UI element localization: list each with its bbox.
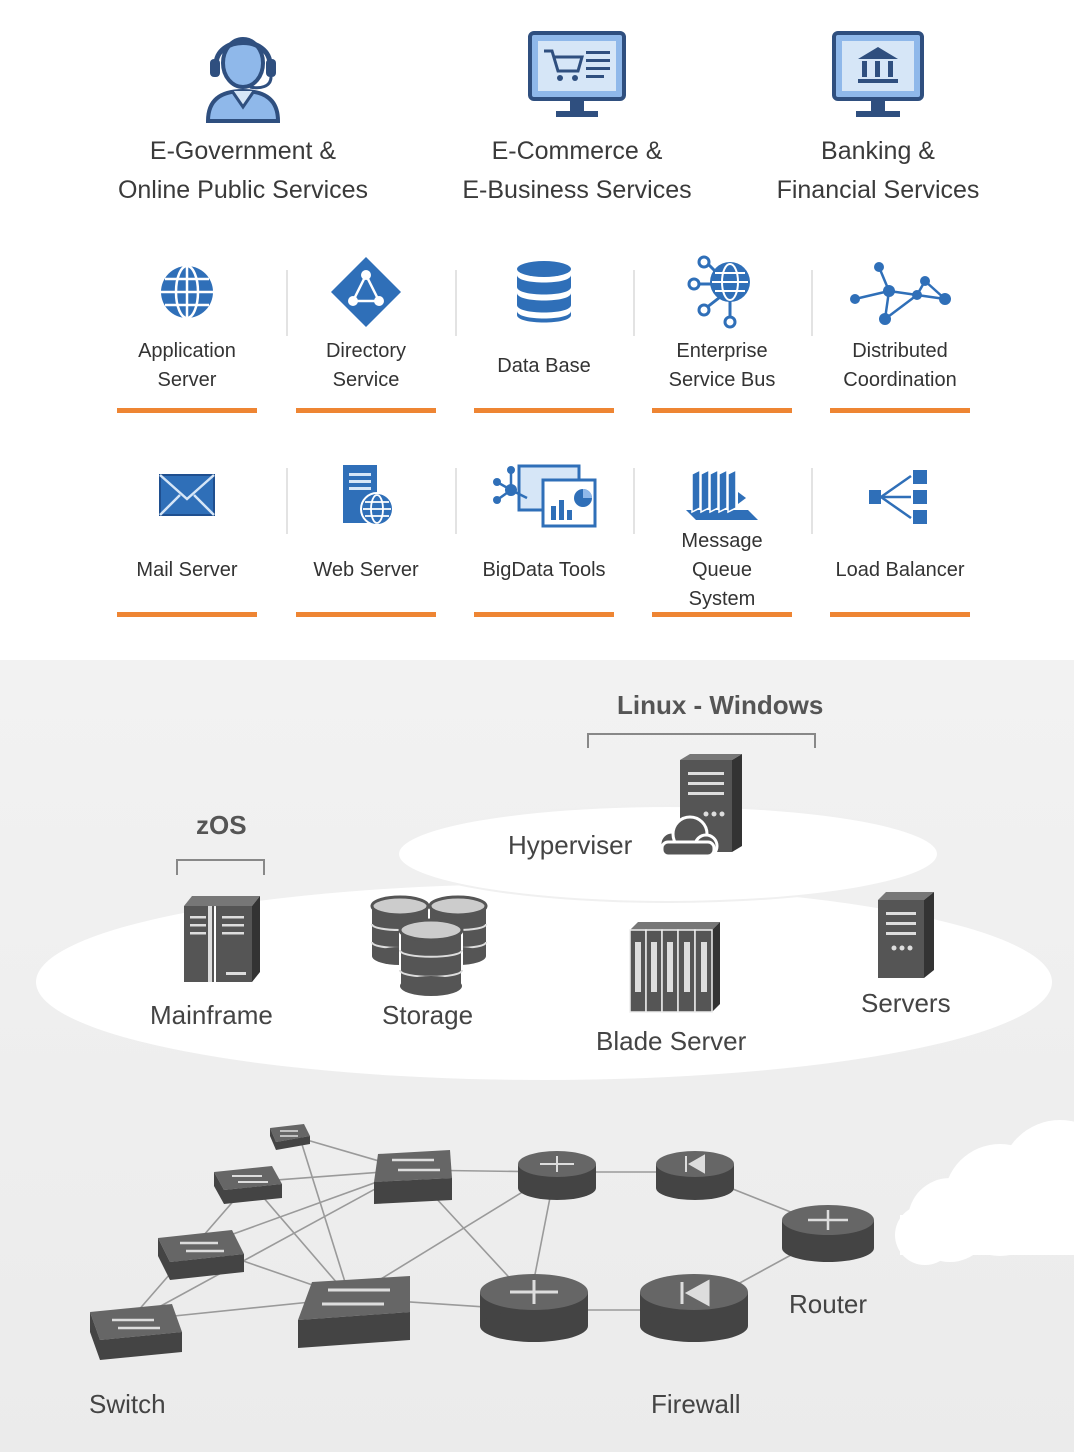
sector-title-line1: E-Government & [149, 137, 337, 165]
service-label-line2: Service [332, 369, 400, 391]
firewall-icon-top [656, 1151, 734, 1200]
service-data-base: Data Base [474, 250, 614, 413]
switch-small-1 [270, 1124, 310, 1150]
service-underline [830, 612, 970, 617]
sector-banking: Banking & Financial Services [718, 20, 1038, 208]
switch-core-top [374, 1150, 452, 1204]
column-separator [455, 468, 457, 534]
load-balancer-icon [830, 454, 970, 538]
envelope-icon [117, 454, 257, 538]
mainframe-icon [184, 896, 260, 982]
column-separator [455, 270, 457, 336]
analytics-dashboard-icon [474, 454, 614, 538]
column-separator [811, 468, 813, 534]
infrastructure-panel: Linux - Windows zOS Hyperviser Mainframe… [0, 660, 1074, 1452]
switch-medium [158, 1230, 244, 1280]
router-icon-bottom [480, 1274, 588, 1342]
column-separator [286, 270, 288, 336]
switch-large [90, 1304, 182, 1360]
bank-monitor-icon [718, 20, 1038, 130]
zos-header: zOS [196, 810, 247, 840]
globe-network-icon [652, 250, 792, 334]
switch-small-2 [214, 1166, 282, 1204]
service-underline [117, 408, 257, 413]
column-separator [633, 270, 635, 336]
sector-title-line2: E-Business Services [462, 176, 692, 204]
service-web-server: Web Server [296, 454, 436, 617]
column-separator [286, 468, 288, 534]
sector-e-government: E-Government & Online Public Services [83, 20, 403, 208]
server-globe-icon [296, 454, 436, 538]
database-icon [474, 250, 614, 334]
mainframe-label: Mainframe [150, 1000, 273, 1030]
service-label-line2: Server [157, 369, 217, 391]
service-label-line1: Data Base [497, 354, 591, 377]
service-underline [296, 612, 436, 617]
service-underline [830, 408, 970, 413]
servers-label: Servers [861, 988, 951, 1018]
blade-server-label: Blade Server [596, 1026, 747, 1056]
service-underline [296, 408, 436, 413]
service-label-line1: BigData Tools [482, 558, 606, 581]
sector-title-line1: E-Commerce & [491, 137, 663, 165]
cloud-shape [895, 1120, 1074, 1265]
firewall-label: Firewall [651, 1389, 741, 1419]
switch-label: Switch [89, 1389, 166, 1419]
service-label-line1: Message Queue [681, 529, 763, 581]
sector-title-line2: Financial Services [776, 176, 980, 204]
column-separator [633, 468, 635, 534]
service-label-line1: Web Server [313, 558, 419, 581]
router-icon-top [518, 1151, 596, 1200]
service-bigdata-tools: BigData Tools [474, 454, 614, 617]
service-underline [474, 408, 614, 413]
sector-e-commerce: E-Commerce & E-Business Services [417, 20, 737, 208]
os-header: Linux - Windows [617, 690, 824, 720]
hyperviser-server-icon [658, 754, 742, 859]
service-underline [652, 612, 792, 617]
storage-label: Storage [382, 1000, 474, 1030]
headset-agent-icon [83, 20, 403, 130]
column-separator [811, 270, 813, 336]
servers-icon [878, 892, 934, 978]
service-label-line2: Service Bus [668, 369, 776, 391]
service-label-line1: Mail Server [136, 558, 238, 581]
service-label-line1: Directory [325, 340, 406, 362]
zos-bracket [176, 859, 265, 875]
router-label: Router [789, 1289, 868, 1319]
sector-title-line1: Banking & [821, 137, 935, 165]
blade-server-icon [629, 922, 720, 1013]
service-label-line2: System [688, 587, 756, 610]
infrastructure-diagram [36, 733, 1074, 1360]
directory-diamond-icon [296, 250, 436, 334]
storage-icon [370, 895, 488, 996]
service-label-line2: Coordination [843, 369, 957, 391]
platform-ellipse [36, 884, 1052, 1080]
service-label-line1: Load Balancer [835, 558, 965, 581]
firewall-icon-bottom [640, 1274, 748, 1342]
service-underline [117, 612, 257, 617]
router-icon-right [782, 1205, 874, 1262]
service-load-balancer: Load Balancer [830, 454, 970, 617]
sector-title-line2: Online Public Services [117, 176, 369, 204]
os-bracket [587, 733, 816, 748]
service-label-line1: Enterprise [676, 340, 768, 362]
globe-icon [117, 250, 257, 334]
service-underline [474, 612, 614, 617]
service-mail-server: Mail Server [117, 454, 257, 617]
switch-core-bottom [298, 1276, 410, 1348]
shopping-cart-monitor-icon [417, 20, 737, 130]
service-label-line1: Distributed [852, 340, 948, 362]
message-queue-icon [652, 454, 792, 538]
service-label-line1: Application [138, 340, 236, 362]
node-graph-icon [830, 250, 970, 334]
service-underline [652, 408, 792, 413]
hyperviser-label: Hyperviser [508, 830, 633, 860]
